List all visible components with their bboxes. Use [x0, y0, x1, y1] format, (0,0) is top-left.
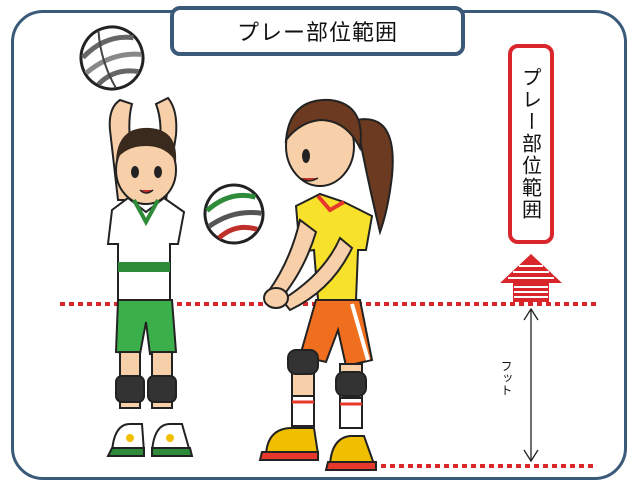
girl-player: [258, 98, 394, 471]
foot-label: フット: [499, 360, 513, 396]
play-range-label: プレー部位範囲: [518, 67, 543, 221]
volleyball-icon: [203, 183, 265, 245]
double-arrow-icon: [523, 307, 539, 463]
page-title: プレー部位範囲: [170, 6, 465, 56]
boy-player: [106, 96, 194, 457]
volleyball-icon: [79, 25, 145, 91]
up-arrow-icon: [500, 254, 562, 302]
play-range-label-box: プレー部位範囲: [508, 44, 554, 244]
title-text: プレー部位範囲: [236, 21, 398, 46]
